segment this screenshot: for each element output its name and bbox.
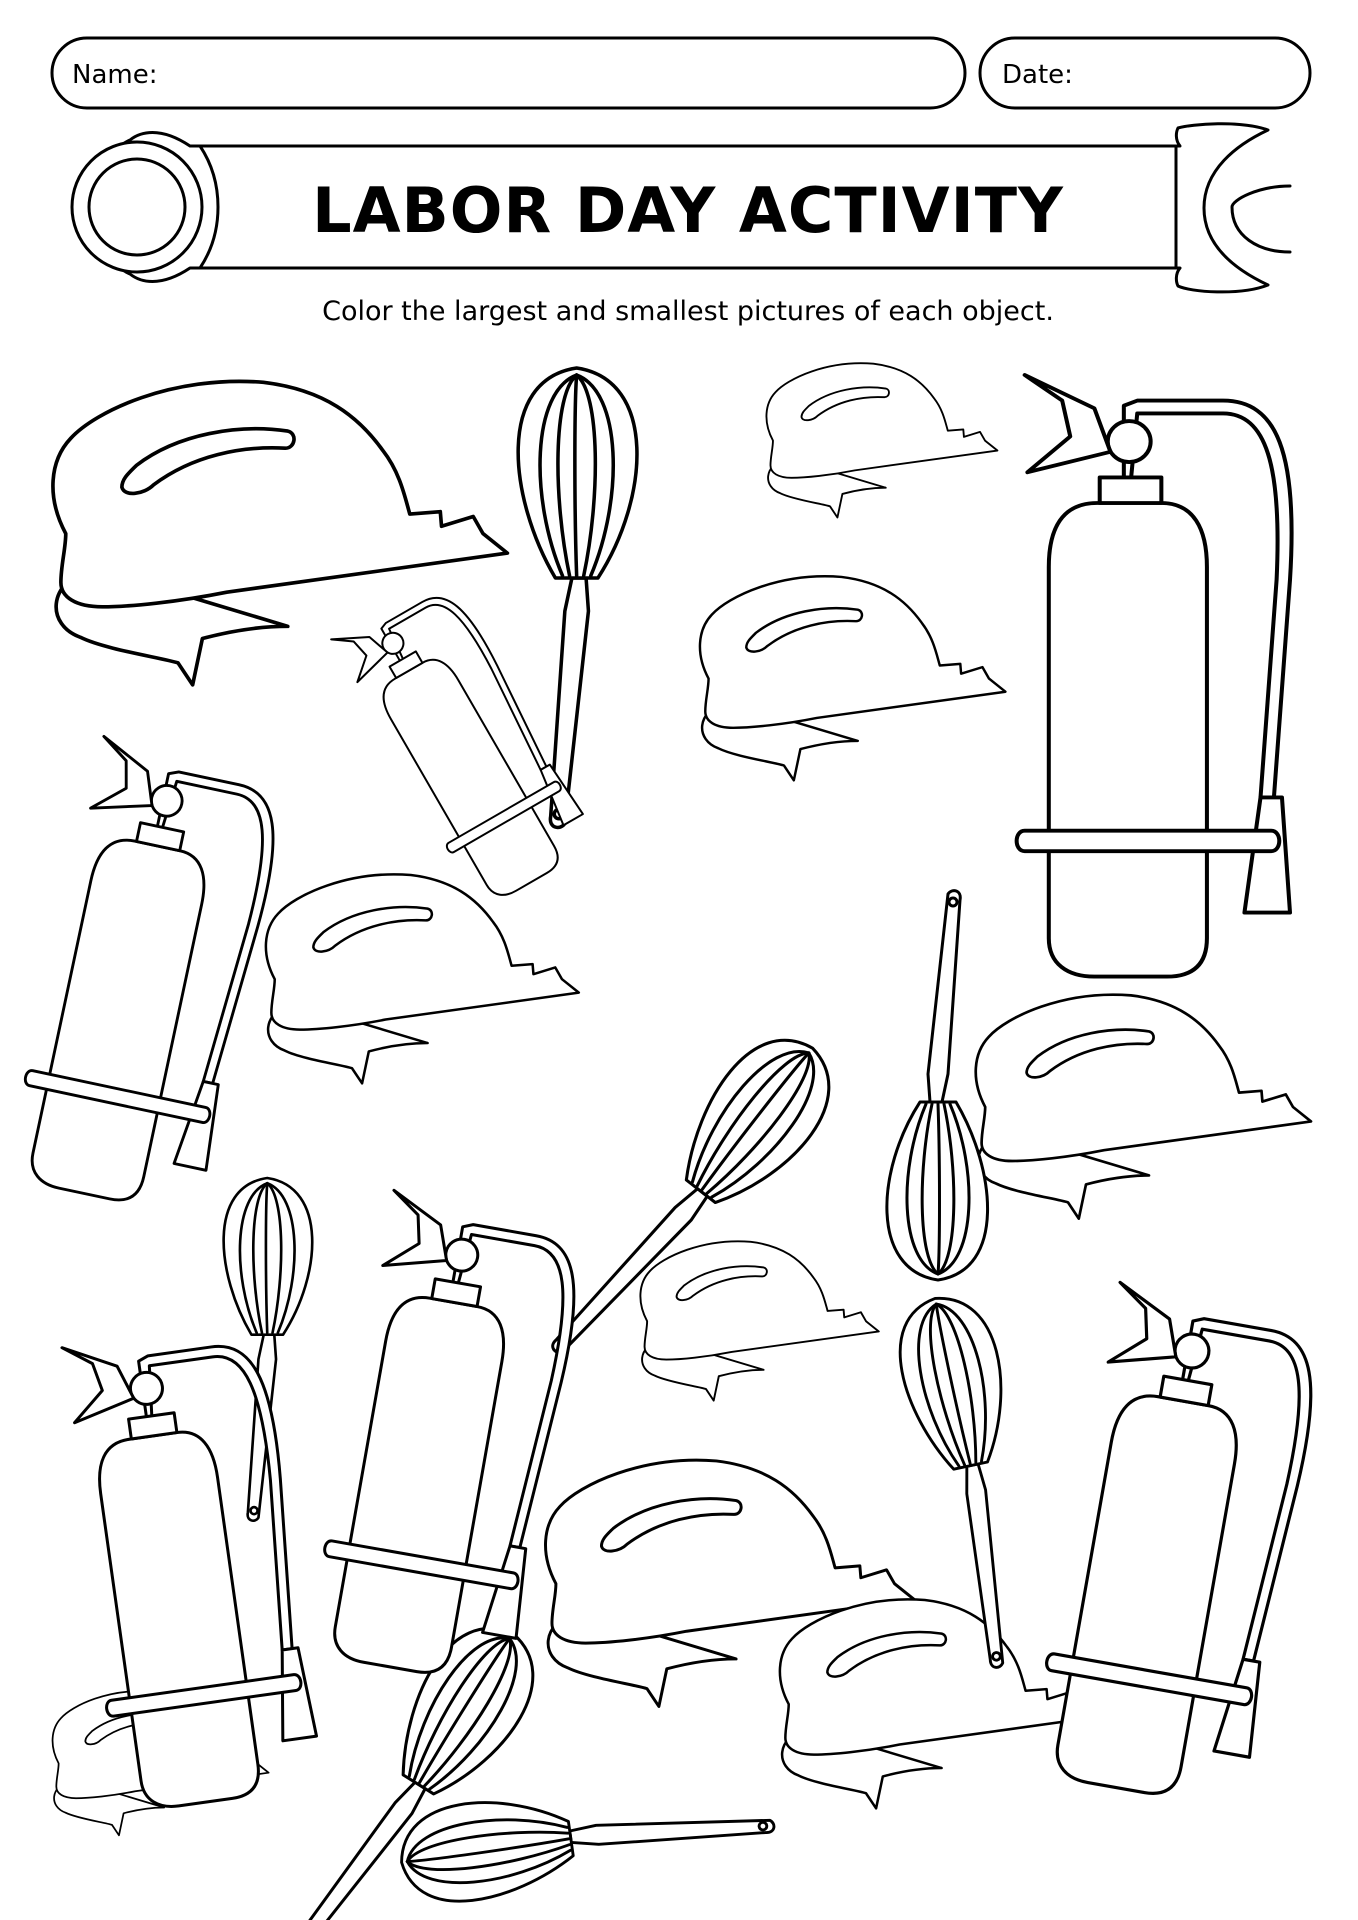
fire-extinguisher-icon bbox=[304, 1187, 592, 1690]
page-title: LABOR DAY ACTIVITY bbox=[312, 174, 1064, 247]
fire-extinguisher-icon bbox=[1025, 1279, 1330, 1812]
hard-hat-icon bbox=[974, 993, 1313, 1220]
date-field[interactable]: Date: bbox=[978, 36, 1312, 110]
hard-hat-icon bbox=[639, 1240, 880, 1402]
instructions: Color the largest and smallest pictures … bbox=[322, 296, 1054, 327]
fire-extinguisher-icon bbox=[2, 733, 293, 1219]
hard-hat-icon bbox=[264, 873, 581, 1085]
fire-extinguisher-icon bbox=[1017, 375, 1292, 977]
hard-hat-icon bbox=[765, 362, 999, 519]
wrench-icon bbox=[70, 122, 1292, 294]
hard-hat-icon bbox=[698, 575, 1007, 782]
hard-hat-icon bbox=[778, 1598, 1095, 1810]
hard-hat-icon bbox=[51, 379, 510, 687]
date-label: Date: bbox=[1002, 60, 1073, 90]
whisk-icon bbox=[885, 889, 990, 1282]
name-field[interactable]: Name: bbox=[50, 36, 967, 110]
name-label: Name: bbox=[72, 60, 157, 90]
